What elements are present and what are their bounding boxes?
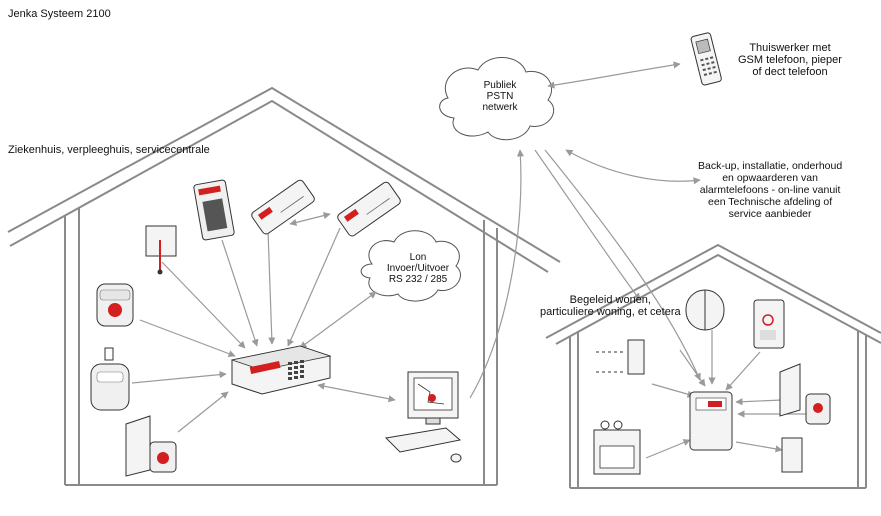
computer-workstation-icon xyxy=(384,371,462,463)
lon-cloud xyxy=(360,230,461,302)
door-sensor-icon xyxy=(125,415,177,477)
backup-line-1: Back-up, installatie, onderhoud xyxy=(698,160,843,172)
backup-label: Back-up, installatie, onderhoud en opwaa… xyxy=(698,160,842,220)
lon-line-3: RS 232 / 285 xyxy=(388,274,448,285)
pstn-line-1: Publiek xyxy=(483,80,517,91)
smoke-detector-icon xyxy=(753,299,785,349)
backup-line-5: service aanbieder xyxy=(728,208,812,220)
lon-line-1: Lon xyxy=(409,252,427,263)
pull-cord-icon xyxy=(145,225,177,275)
pager-icon xyxy=(251,179,315,235)
home-alarm-unit-icon xyxy=(689,391,733,451)
pstn-line-3: netwerk xyxy=(482,102,518,113)
backup-line-2: en opwaarderen van xyxy=(722,172,818,184)
pstn-line-2: PSTN xyxy=(486,91,514,102)
assisted-line-1: Begeleid wonen, xyxy=(569,294,651,306)
control-unit-icon xyxy=(230,345,332,395)
pendant-icon xyxy=(90,347,130,411)
backup-line-3: alarmtelefoons - on-line vanuit xyxy=(699,184,841,196)
lon-cloud-label: Lon Invoer/Uitvoer RS 232 / 285 xyxy=(378,252,458,285)
lon-line-2: Invoer/Uitvoer xyxy=(386,263,450,274)
alarm-button-icon xyxy=(96,283,134,327)
homeworker-line-3: of dect telefoon xyxy=(752,66,828,78)
assisted-living-label: Begeleid wonen, particuliere woning, et … xyxy=(540,294,681,318)
assisted-line-2: particuliere woning, et cetera xyxy=(540,306,681,318)
backup-line-4: een Technische afdeling of xyxy=(708,196,833,208)
intercom-icon xyxy=(193,179,235,241)
door-sensor-icon xyxy=(779,363,831,425)
homeworker-line-1: Thuiswerker met xyxy=(749,42,831,54)
diagram-title: Jenka Systeem 2100 xyxy=(8,8,111,20)
pstn-cloud xyxy=(439,57,555,141)
mobile-phone-icon xyxy=(690,32,722,86)
sensor-box-icon xyxy=(781,437,803,473)
hospital-building xyxy=(7,86,561,486)
switch-icon xyxy=(596,339,645,375)
dect-handset-icon xyxy=(337,181,401,237)
homeworker-line-2: GSM telefoon, pieper xyxy=(738,54,842,66)
residence-building xyxy=(545,243,881,489)
pstn-cloud-label: Publiek PSTN netwerk xyxy=(470,80,530,113)
hospital-label: Ziekenhuis, verpleeghuis, servicecentral… xyxy=(8,144,210,156)
connection-arrows xyxy=(131,61,810,459)
stove-icon xyxy=(593,420,641,475)
window-sensor-icon xyxy=(685,289,725,331)
homeworker-label: Thuiswerker met GSM telefoon, pieper of … xyxy=(738,42,842,78)
